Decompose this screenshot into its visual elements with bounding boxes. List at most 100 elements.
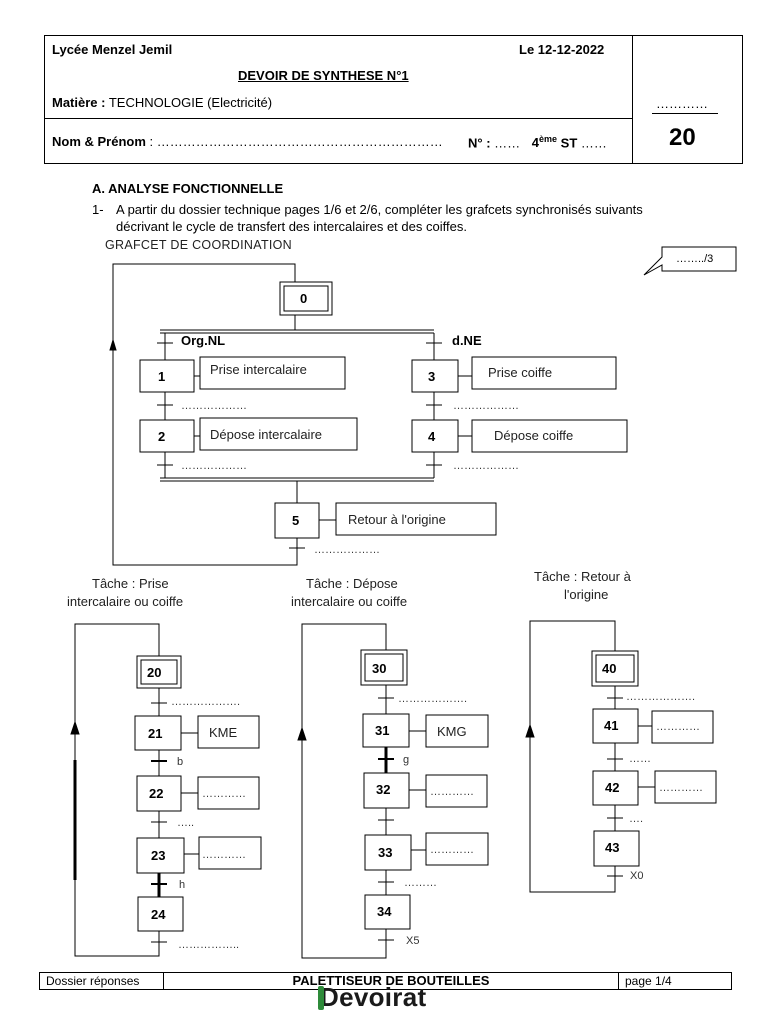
- t1-blank[interactable]: ………………: [181, 400, 247, 412]
- logo-text: Devoirat: [320, 982, 427, 1012]
- task1-step-21: 21: [148, 726, 162, 741]
- task3-action-42[interactable]: …………: [659, 782, 703, 794]
- loop-line: [112, 263, 298, 566]
- action-2-box: [199, 417, 358, 451]
- t2-blank[interactable]: ………………: [181, 460, 247, 472]
- task3-t40[interactable]: ……………….: [626, 691, 695, 703]
- task2-action-31: KMG: [437, 724, 467, 739]
- step-5-num: 5: [292, 513, 299, 528]
- t4-blank[interactable]: ………………: [453, 460, 519, 472]
- task2-action-33[interactable]: …………: [430, 844, 474, 856]
- question-line-2: décrivant le cycle de transfert des inte…: [116, 219, 467, 234]
- header-vline: [632, 35, 633, 163]
- step-3-num: 3: [428, 369, 435, 384]
- task3-step-43: 43: [605, 840, 619, 855]
- number-field[interactable]: ……: [494, 135, 521, 151]
- action-1-box: [199, 356, 346, 390]
- task1-step-23: 23: [151, 848, 165, 863]
- class-field[interactable]: ……: [580, 135, 607, 151]
- task1-arrow-icon: [70, 720, 80, 735]
- action-3-text: Prise coiffe: [488, 365, 552, 380]
- task2-step-31: 31: [375, 723, 389, 738]
- class-suffix: ST: [560, 135, 578, 151]
- question-number: 1-: [92, 202, 104, 217]
- header-hline: [44, 118, 633, 119]
- task2-title-1: Tâche : Dépose: [306, 576, 398, 591]
- task2-step-32: 32: [376, 782, 390, 797]
- task1-step-22: 22: [149, 786, 163, 801]
- class-sup: ème: [539, 134, 558, 144]
- footer-right: page 1/4: [618, 972, 732, 990]
- action-3-box: [471, 356, 617, 390]
- name-label: Nom & Prénom: [52, 134, 146, 149]
- task2-title-2: intercalaire ou coiffe: [291, 594, 408, 609]
- footer-left: Dossier réponses: [39, 972, 164, 990]
- step-0-box: [279, 281, 333, 316]
- class-prefix: 4: [531, 135, 540, 151]
- t5-blank[interactable]: ………………: [314, 544, 380, 556]
- task2-action-32[interactable]: …………: [430, 786, 474, 798]
- name-field[interactable]: : …………………………………………………………: [149, 134, 443, 149]
- t0-right-label: d.NE: [452, 333, 482, 348]
- subject-label: Matière :: [52, 95, 106, 110]
- task1-title-1: Tâche : Prise: [92, 576, 169, 591]
- task1-t21: b: [177, 756, 183, 768]
- number-line: N° : …… 4ème ST ……: [468, 134, 607, 150]
- action-4-box: [471, 419, 628, 453]
- task3-arrow-icon: [525, 723, 535, 738]
- t3-blank[interactable]: ………………: [453, 400, 519, 412]
- task1-action-22[interactable]: …………: [202, 788, 246, 800]
- task1-t20[interactable]: ……………….: [171, 696, 240, 708]
- action-4-text: Dépose coiffe: [494, 428, 573, 443]
- subject-line: Matière : TECHNOLOGIE (Electricité): [52, 95, 272, 110]
- task3-step-42: 42: [605, 780, 619, 795]
- task3-t43: X0: [630, 870, 643, 882]
- task3-t42[interactable]: ….: [629, 813, 643, 825]
- logo-mark-icon: [318, 986, 324, 1010]
- task1-t24[interactable]: ……………..: [178, 939, 239, 951]
- task2-t30[interactable]: ……………….: [398, 693, 467, 705]
- points-text: ……../3: [676, 253, 714, 265]
- action-2-text: Dépose intercalaire: [210, 427, 322, 442]
- header-box: [44, 35, 743, 164]
- coordination-title: GRAFCET DE COORDINATION: [105, 238, 293, 252]
- task1-t23: h: [179, 879, 185, 891]
- question-line-1: A partir du dossier technique pages 1/6 …: [116, 202, 643, 217]
- section-title: A. ANALYSE FONCTIONNELLE: [92, 181, 284, 196]
- task1-t22[interactable]: …..: [177, 817, 194, 829]
- task2-t33[interactable]: ………: [404, 877, 437, 889]
- step-2-num: 2: [158, 429, 165, 444]
- task2-arrow-icon: [297, 726, 307, 741]
- task2-step-34: 34: [377, 904, 392, 919]
- exam-date: Le 12-12-2022: [519, 42, 605, 57]
- task3-step-41: 41: [604, 718, 618, 733]
- step-0-num: 0: [300, 291, 307, 306]
- footer-bar: Dossier réponses PALETTISEUR DE BOUTEILL…: [39, 972, 732, 990]
- t0-left-label: Org.NL: [181, 333, 225, 348]
- name-line: Nom & Prénom : …………………………………………………………: [52, 134, 443, 149]
- action-1-text: Prise intercalaire: [210, 362, 307, 377]
- task2-t31: g: [403, 754, 409, 766]
- score-total: 20: [669, 124, 696, 151]
- task3-action-41[interactable]: …………: [656, 721, 700, 733]
- task3-step-40: 40: [602, 661, 616, 676]
- task1-step-20: 20: [147, 665, 161, 680]
- step-4-num: 4: [428, 429, 436, 444]
- task2-step-30: 30: [372, 661, 386, 676]
- task3-t41[interactable]: ……: [629, 753, 651, 765]
- action-5-text: Retour à l'origine: [348, 512, 446, 527]
- score-dots: …………: [656, 96, 708, 111]
- task3-title-1: Tâche : Retour à: [534, 569, 631, 584]
- task2-t34: X5: [406, 935, 419, 947]
- step-1-num: 1: [158, 369, 165, 384]
- step-0-inner: [283, 285, 329, 312]
- score-line: [652, 113, 718, 114]
- points-bubble: [643, 246, 737, 276]
- task1-step-24: 24: [151, 907, 166, 922]
- task1-action-23[interactable]: …………: [202, 849, 246, 861]
- school-name: Lycée Menzel Jemil: [52, 42, 173, 57]
- task2-step-33: 33: [378, 845, 392, 860]
- footer-logo: Devoirat: [320, 982, 426, 1013]
- number-label: N° :: [468, 135, 491, 151]
